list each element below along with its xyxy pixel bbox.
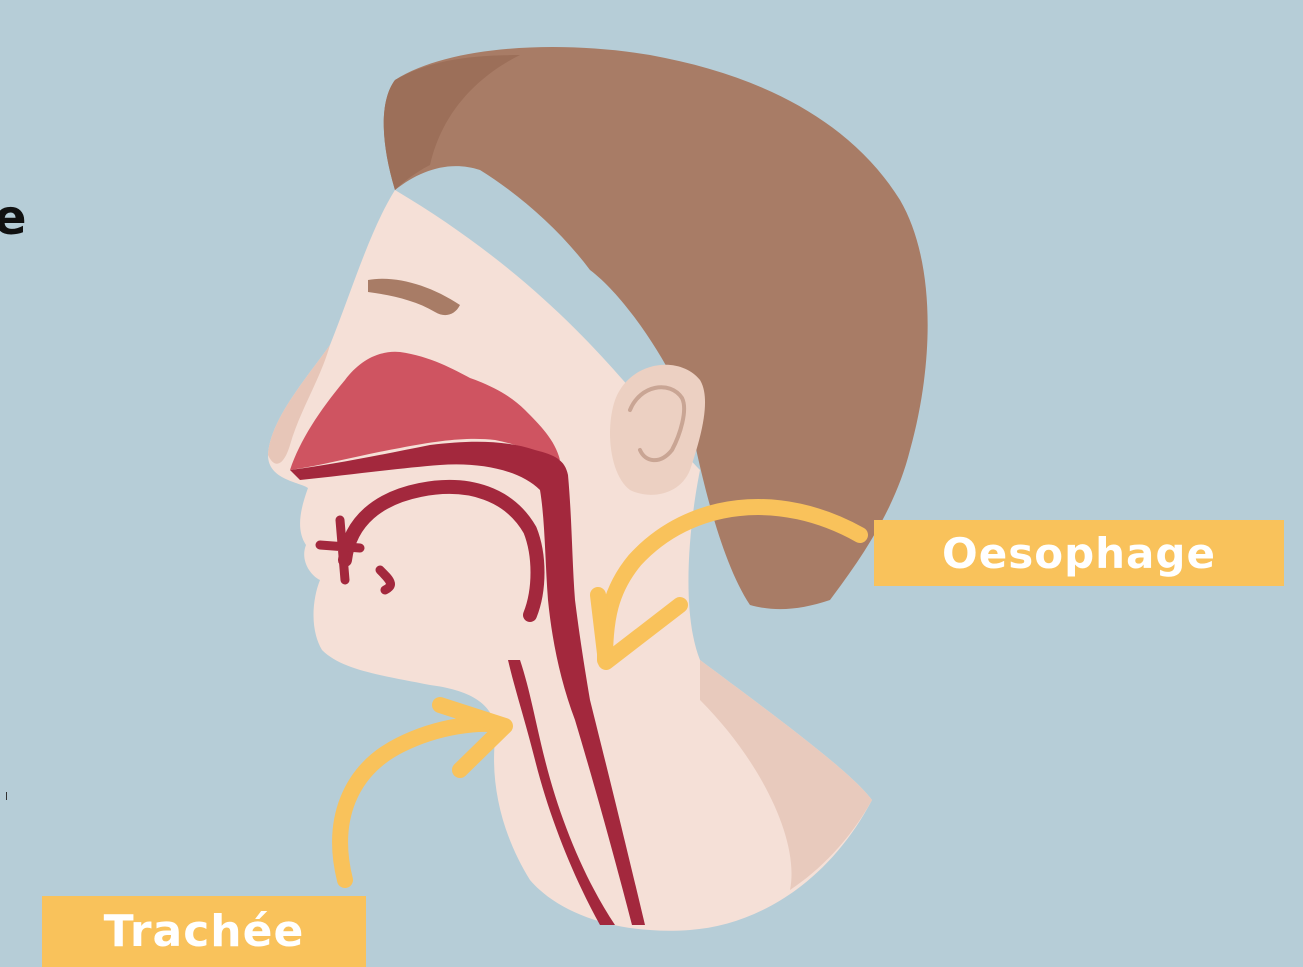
partial-left-text: e	[0, 190, 27, 246]
tick-mark	[6, 792, 7, 800]
label-oesophage: Oesophage	[874, 520, 1284, 586]
label-trachee: Trachée	[42, 896, 366, 967]
